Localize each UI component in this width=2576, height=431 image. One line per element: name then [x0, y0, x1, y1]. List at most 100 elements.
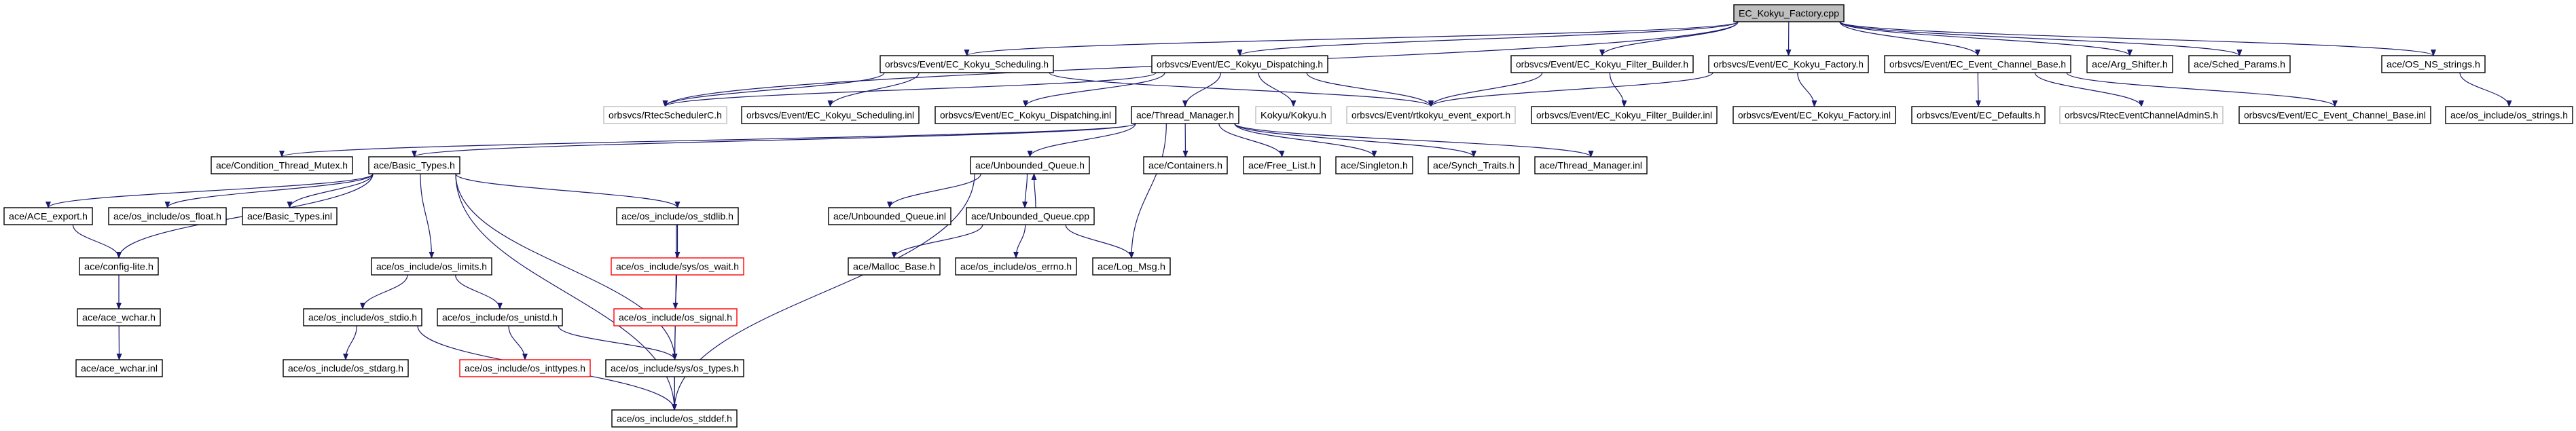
node-box: [1346, 106, 1516, 124]
node-box: [613, 308, 738, 326]
node-cont[interactable]: ace/Containers.h: [1143, 156, 1228, 174]
node-stdlib[interactable]: ace/os_include/os_stdlib.h: [616, 207, 739, 225]
node-wchar[interactable]: ace/ace_wchar.h: [77, 308, 161, 326]
node-logmsg[interactable]: ace/Log_Msg.h: [1092, 257, 1171, 276]
node-types[interactable]: ace/os_include/sys/os_types.h: [605, 359, 744, 377]
node-sch_h[interactable]: orbsvcs/Event/EC_Kokyu_Scheduling.h: [879, 55, 1054, 73]
node-st[interactable]: ace/Synch_Traits.h: [1428, 156, 1520, 174]
edge-sch_h-to-sch_inl: [827, 72, 920, 107]
node-box: [1733, 106, 1896, 124]
edge-F-to-ecb_h: [1839, 21, 1980, 56]
node-bt_h[interactable]: ace/Basic_Types.h: [368, 156, 460, 174]
node-label: orbsvcs/Event/EC_Kokyu_Filter_Builder.in…: [1536, 110, 1712, 121]
edge-bt_h-to-acex: [46, 173, 374, 208]
node-label: ace/Basic_Types.inl: [247, 211, 332, 222]
edge-fb_h-to-fb_inl: [1609, 72, 1627, 107]
node-kf_inl[interactable]: orbsvcs/Event/EC_Kokyu_Factory.inl: [1733, 106, 1896, 124]
node-box: [741, 106, 920, 124]
node-ecdef[interactable]: orbsvcs/Event/EC_Defaults.h: [1911, 106, 2046, 124]
node-label: orbsvcs/RtecEventChannelAdminS.h: [2065, 110, 2218, 121]
node-ecb_inl[interactable]: orbsvcs/Event/EC_Event_Channel_Base.inl: [2238, 106, 2431, 124]
node-rtk[interactable]: orbsvcs/Event/rtkokyu_event_export.h: [1346, 106, 1516, 124]
node-sched[interactable]: ace/Sched_Params.h: [2188, 55, 2291, 73]
node-label: ace/Log_Msg.h: [1097, 261, 1165, 272]
node-label: orbsvcs/Event/EC_Event_Channel_Base.inl: [2244, 110, 2426, 121]
node-ctm[interactable]: ace/Condition_Thread_Mutex.h: [211, 156, 353, 174]
edge-tm_h-to-st: [1234, 123, 1476, 157]
node-uq_inl[interactable]: ace/Unbounded_Queue.inl: [828, 207, 951, 225]
node-sch_inl[interactable]: orbsvcs/Event/EC_Kokyu_Scheduling.inl: [741, 106, 920, 124]
node-label: orbsvcs/Event/EC_Kokyu_Dispatching.inl: [940, 110, 1111, 121]
node-label: ace/Singleton.h: [1341, 160, 1408, 171]
node-uq_cpp[interactable]: ace/Unbounded_Queue.cpp: [966, 207, 1095, 225]
node-kf_h[interactable]: orbsvcs/Event/EC_Kokyu_Factory.h: [1708, 55, 1869, 73]
edge-ecb_h-to-ecb_inl: [2066, 72, 2338, 107]
node-box: [2086, 55, 2173, 73]
node-osstr[interactable]: ace/os_include/os_strings.h: [2445, 106, 2573, 124]
node-box: [3, 207, 93, 225]
node-box: [283, 359, 409, 377]
node-tm_h[interactable]: ace/Thread_Manager.h: [1131, 106, 1239, 124]
node-box: [970, 156, 1090, 174]
node-box: [1733, 4, 1845, 22]
node-errno[interactable]: ace/os_include/os_errno.h: [955, 257, 1077, 276]
node-box: [2381, 55, 2486, 73]
node-wchar_inl[interactable]: ace/ace_wchar.inl: [75, 359, 163, 377]
node-fb_inl[interactable]: orbsvcs/Event/EC_Kokyu_Filter_Builder.in…: [1531, 106, 1718, 124]
node-disp_inl[interactable]: orbsvcs/Event/EC_Kokyu_Dispatching.inl: [935, 106, 1117, 124]
node-wait[interactable]: ace/os_include/sys/os_wait.h: [611, 257, 744, 276]
node-rtsch[interactable]: orbsvcs/RtecSchedulerC.h: [603, 106, 727, 124]
edge-signal-to-types: [672, 325, 678, 360]
edge-unistd-to-types: [558, 325, 678, 360]
node-cfg[interactable]: ace/config-lite.h: [79, 257, 159, 276]
node-box: [2188, 55, 2291, 73]
edge-uq_cpp-to-logmsg: [1065, 224, 1134, 259]
node-stdio[interactable]: ace/os_include/os_stdio.h: [303, 308, 422, 326]
node-box: [879, 55, 1054, 73]
node-uq_h[interactable]: ace/Unbounded_Queue.h: [970, 156, 1090, 174]
edge-sch_h-to-rtk: [1049, 72, 1434, 107]
node-F[interactable]: EC_Kokyu_Factory.cpp: [1733, 4, 1845, 22]
node-box: [1510, 55, 1694, 73]
edge-disp_h-to-rtsch: [662, 72, 1157, 107]
node-fl[interactable]: ace/Free_List.h: [1243, 156, 1321, 174]
node-box: [2445, 106, 2573, 124]
node-stddef[interactable]: ace/os_include/os_stddef.h: [611, 409, 738, 428]
node-label: EC_Kokyu_Factory.cpp: [1739, 8, 1839, 19]
node-limits[interactable]: ace/os_include/os_limits.h: [371, 257, 492, 276]
node-arg[interactable]: ace/Arg_Shifter.h: [2086, 55, 2173, 73]
edge-tm_h-to-ctm: [279, 123, 1136, 157]
node-label: ace/os_include/os_stdlib.h: [621, 211, 733, 222]
node-box: [242, 207, 338, 225]
node-ecb_h[interactable]: orbsvcs/Event/EC_Event_Channel_Base.h: [1884, 55, 2071, 73]
edge-uq_h-to-uq_inl: [887, 173, 981, 208]
node-inttypes[interactable]: ace/os_include/os_inttypes.h: [459, 359, 591, 377]
node-sing[interactable]: ace/Singleton.h: [1335, 156, 1413, 174]
node-label: orbsvcs/Event/rtkokyu_event_export.h: [1352, 110, 1510, 121]
node-float[interactable]: ace/os_include/os_float.h: [108, 207, 227, 225]
edge-F-to-fb_h: [1599, 21, 1739, 56]
node-stdarg[interactable]: ace/os_include/os_stdarg.h: [283, 359, 409, 377]
node-unistd[interactable]: ace/os_include/os_unistd.h: [437, 308, 563, 326]
node-box: [371, 257, 492, 276]
node-kokyu[interactable]: Kokyu/Kokyu.h: [1255, 106, 1332, 124]
node-fb_h[interactable]: orbsvcs/Event/EC_Kokyu_Filter_Builder.h: [1510, 55, 1694, 73]
node-nsstr[interactable]: ace/OS_NS_strings.h: [2381, 55, 2486, 73]
node-tm_inl[interactable]: ace/Thread_Manager.inl: [1534, 156, 1648, 174]
edge-limits-to-unistd: [455, 274, 503, 310]
node-malloc[interactable]: ace/Malloc_Base.h: [848, 257, 941, 276]
node-label: ace/Thread_Manager.h: [1136, 110, 1234, 121]
node-bt_inl[interactable]: ace/Basic_Types.inl: [242, 207, 338, 225]
node-acex[interactable]: ace/ACE_export.h: [3, 207, 93, 225]
node-label: ace/Unbounded_Queue.h: [975, 160, 1085, 171]
node-rteca[interactable]: orbsvcs/RtecEventChannelAdminS.h: [2059, 106, 2224, 124]
edge-tm_h-to-fl: [1218, 123, 1285, 157]
node-label: orbsvcs/Event/EC_Event_Channel_Base.h: [1889, 59, 2066, 70]
node-signal[interactable]: ace/os_include/os_signal.h: [613, 308, 738, 326]
node-disp_h[interactable]: orbsvcs/Event/EC_Kokyu_Dispatching.h: [1151, 55, 1328, 73]
node-label: ace/os_include/os_float.h: [113, 211, 221, 222]
node-box: [1143, 156, 1228, 174]
edge-fb_h-to-rtk: [1428, 72, 1543, 107]
node-box: [211, 156, 353, 174]
edge-F-to-arg: [1839, 21, 2133, 56]
